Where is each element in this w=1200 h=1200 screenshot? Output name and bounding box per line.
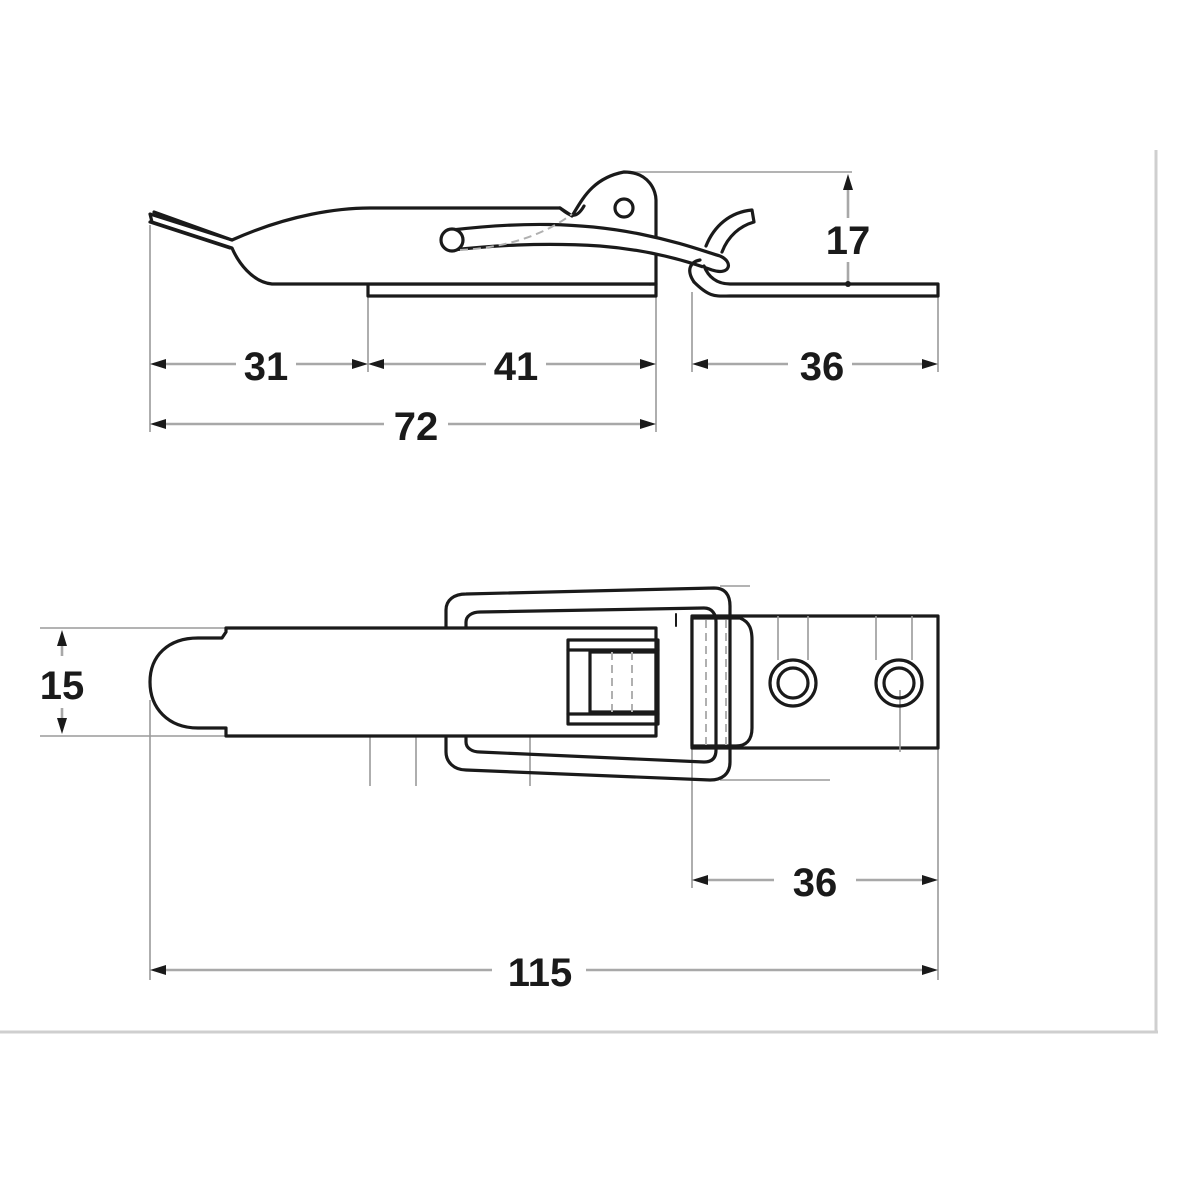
wire-bail-outer: [444, 586, 732, 782]
dim-overall-body-72: 72: [394, 405, 439, 449]
top-view: 15 36 115: [40, 585, 940, 995]
base-plate: [366, 282, 658, 298]
mounting-hole-1: [768, 658, 818, 708]
bail-pivot: [439, 227, 465, 253]
catch-hook: [704, 208, 756, 254]
catch-hook-top: [690, 616, 754, 748]
dim-overall-length-115: 115: [508, 951, 573, 995]
dim-catch-plate-36-side: 36: [800, 345, 845, 389]
pivot-hole: [613, 197, 635, 219]
dim-height-17: 17: [826, 219, 871, 263]
wire-bail-inner: [464, 606, 718, 764]
lever-body-top: [148, 626, 658, 738]
dim-base-plate-41: 41: [494, 345, 539, 389]
catch-plate: [692, 264, 940, 298]
wire-bail: [450, 222, 730, 273]
dim-width-15: 15: [40, 664, 85, 708]
side-view: 17 31 41 36 72: [148, 170, 940, 449]
mounting-hole-2: [874, 658, 924, 708]
dim-catch-plate-36-top: 36: [793, 861, 838, 905]
lever-body: [148, 170, 658, 286]
dim-lever-tail-31: 31: [244, 345, 289, 389]
